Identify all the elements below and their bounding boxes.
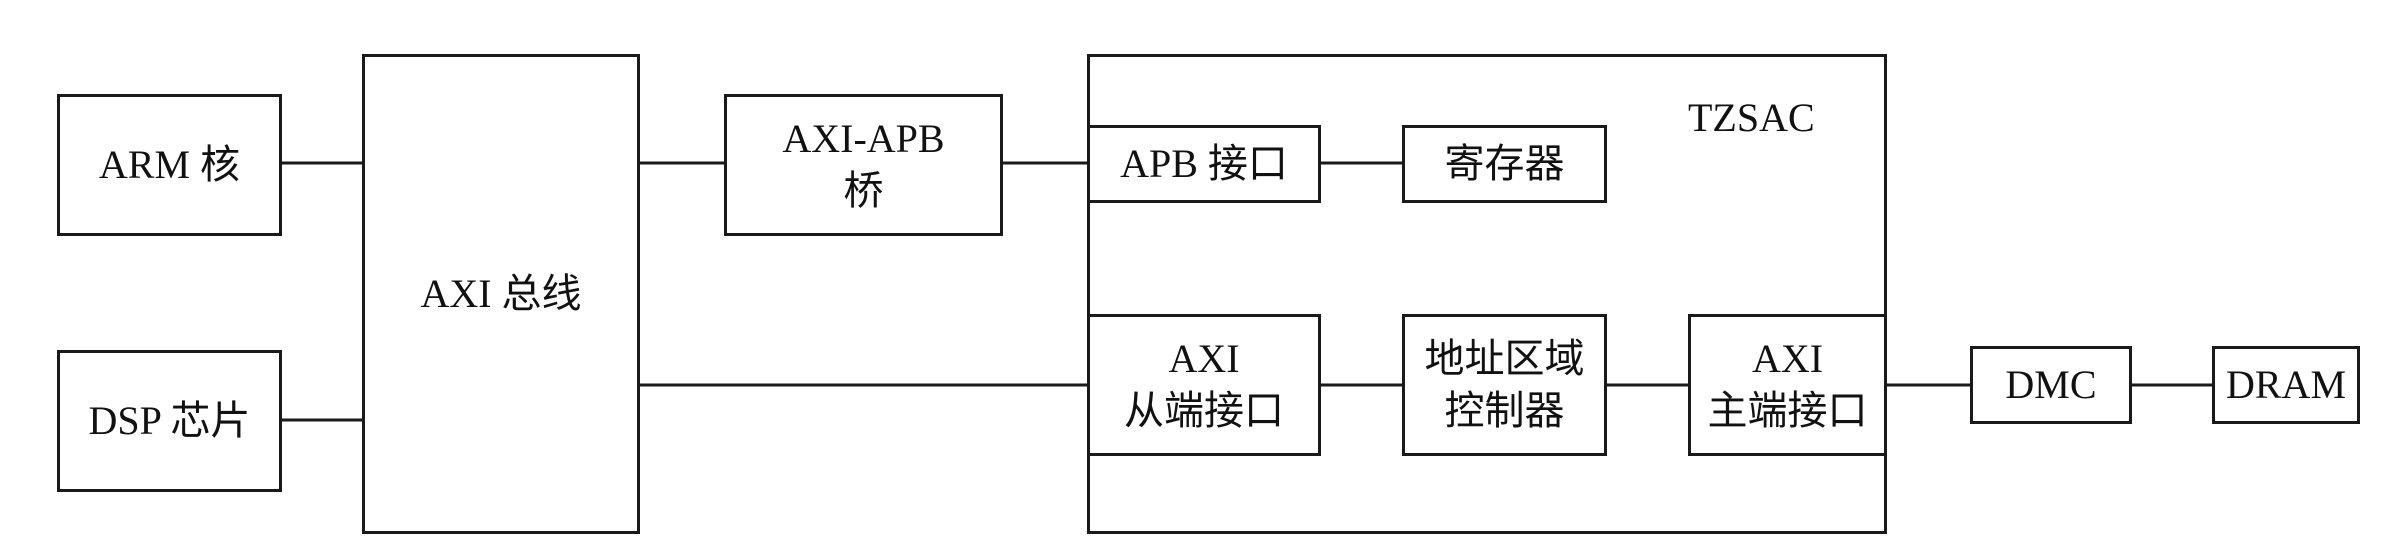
axi-master-interface-node: AXI 主端接口 <box>1688 314 1887 456</box>
axi-apb-bridge-label-line1: AXI-APB <box>782 116 945 161</box>
address-region-controller-node: 地址区域 控制器 <box>1402 314 1607 456</box>
dmc-label: DMC <box>2005 362 2097 407</box>
axi-master-interface-label-line1: AXI <box>1751 336 1824 381</box>
registers-node: 寄存器 <box>1402 125 1607 203</box>
arm-core-label: ARM 核 <box>98 142 241 187</box>
dsp-chip-label: DSP 芯片 <box>88 398 251 443</box>
address-region-controller-label-line1: 地址区域 <box>1424 336 1585 381</box>
apb-interface-node: APB 接口 <box>1087 125 1321 203</box>
tzsac-title: TZSAC <box>1688 95 1815 140</box>
axi-slave-interface-label-line2: 从端接口 <box>1124 388 1284 433</box>
dram-label: DRAM <box>2225 362 2347 407</box>
dram-node: DRAM <box>2212 346 2360 424</box>
dmc-node: DMC <box>1970 346 2132 424</box>
address-region-controller-label-line2: 控制器 <box>1444 388 1565 433</box>
arm-core-node: ARM 核 <box>57 94 282 236</box>
axi-apb-bridge-node: AXI-APB 桥 <box>724 94 1003 236</box>
registers-label: 寄存器 <box>1444 141 1565 186</box>
tzsac-container <box>1087 54 1887 534</box>
axi-bus-label: AXI 总线 <box>420 271 582 316</box>
axi-apb-bridge-label-line2: 桥 <box>843 168 884 213</box>
apb-interface-label: APB 接口 <box>1120 141 1288 186</box>
axi-bus-node: AXI 总线 <box>362 54 640 534</box>
axi-slave-interface-node: AXI 从端接口 <box>1087 314 1321 456</box>
axi-slave-interface-label-line1: AXI <box>1168 336 1240 381</box>
axi-master-interface-label-line2: 主端接口 <box>1707 388 1868 433</box>
dsp-chip-node: DSP 芯片 <box>57 350 282 492</box>
